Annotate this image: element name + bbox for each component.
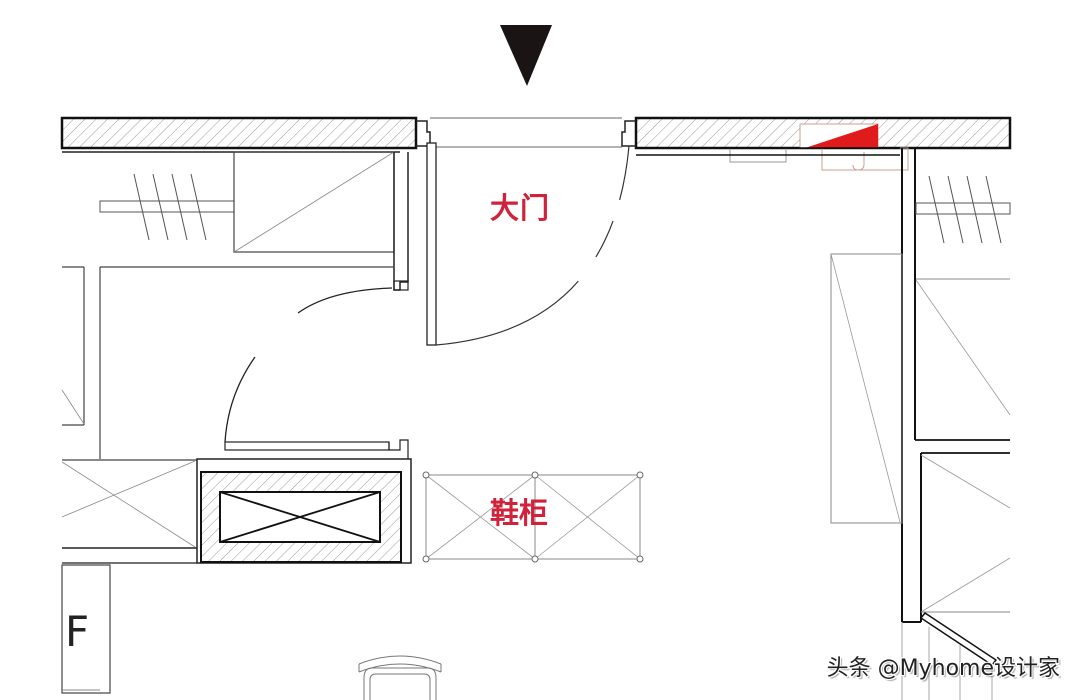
lower-left-cabinet bbox=[61, 459, 197, 564]
structural-column bbox=[196, 458, 412, 564]
top-wall-left bbox=[60, 116, 418, 150]
chair bbox=[358, 655, 442, 700]
label-shoe-cabinet: 鞋柜 bbox=[490, 496, 548, 530]
main-entry-door bbox=[426, 142, 630, 346]
lower-right-cabinet bbox=[920, 454, 1011, 613]
fridge-letter: F bbox=[65, 607, 89, 656]
right-wardrobe bbox=[915, 175, 1011, 416]
tall-cabinet bbox=[830, 253, 903, 524]
shoe-cabinet bbox=[422, 471, 644, 563]
inner-room-door bbox=[224, 287, 409, 460]
label-main-door: 大门 bbox=[490, 191, 550, 225]
entrance-arrow-icon bbox=[500, 25, 552, 86]
left-storage-room bbox=[61, 266, 394, 459]
left-wardrobe bbox=[99, 151, 395, 253]
fridge bbox=[61, 564, 111, 694]
bathroom-door bbox=[901, 611, 998, 700]
right-partition-wall bbox=[901, 148, 1010, 623]
watermark: 头条 @Myhome设计家 bbox=[826, 656, 1060, 681]
